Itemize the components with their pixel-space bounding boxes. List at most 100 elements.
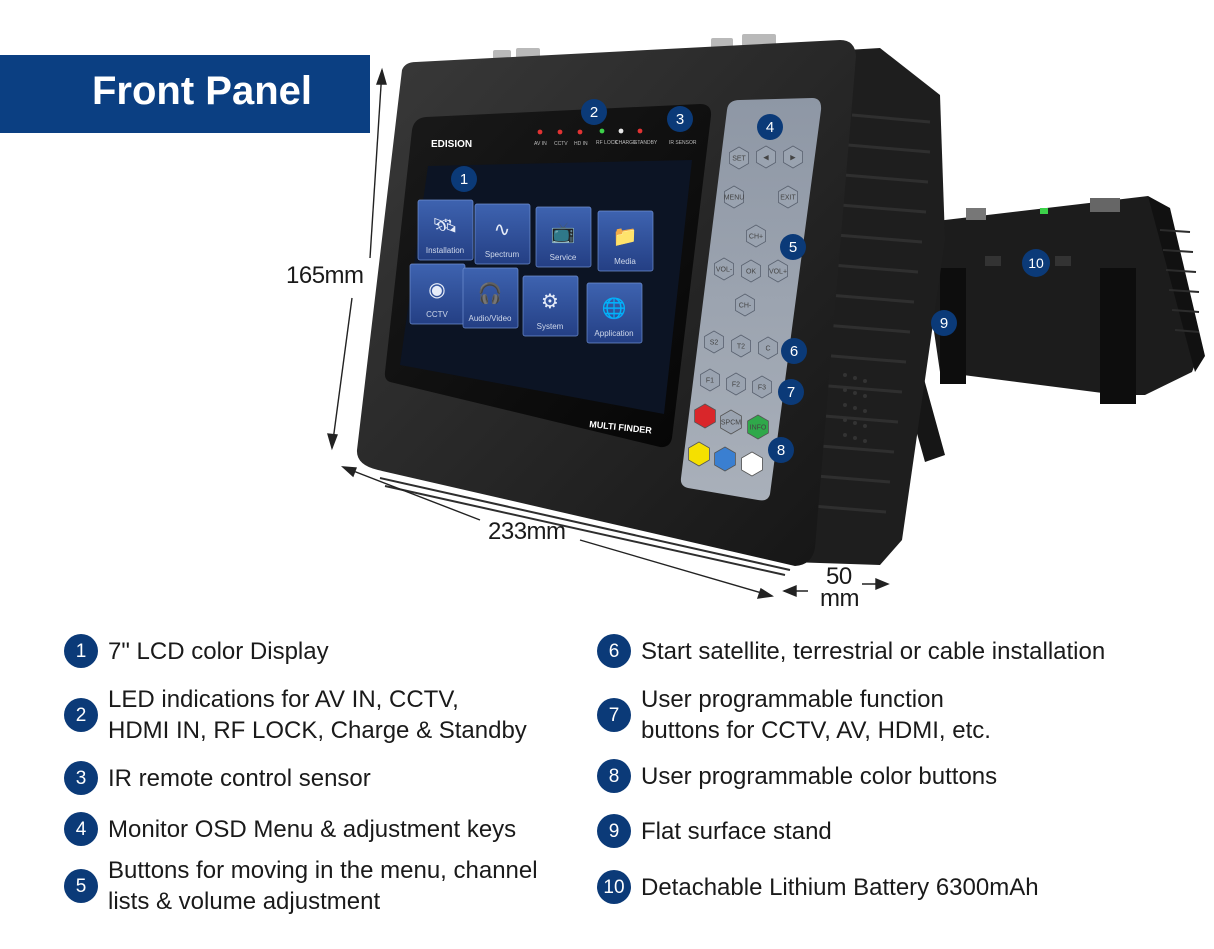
arrow-right-key[interactable]: ▶ — [783, 145, 803, 169]
spectrum-icon: ∿ — [494, 217, 511, 241]
f3-key[interactable]: F3 — [752, 375, 772, 399]
key-label: CH+ — [749, 234, 763, 241]
marker-9: 9 — [931, 310, 957, 336]
legend-item-8: 8 User programmable color buttons — [597, 759, 997, 793]
legend-number: 9 — [597, 814, 631, 848]
menu-tile-service[interactable]: 📺Service — [535, 206, 592, 268]
marker-3: 3 — [667, 106, 693, 132]
key-label: INFO — [750, 425, 767, 432]
legend-number: 1 — [64, 634, 98, 668]
menu-tile-audiovideo[interactable]: 🎧 Audio/Video — [462, 267, 519, 329]
led-light — [577, 129, 583, 135]
key-label: VOL+ — [769, 269, 787, 276]
width-dimension: 233mm — [488, 518, 566, 545]
c-key[interactable]: C — [758, 336, 778, 360]
led-light — [537, 129, 543, 135]
key-label: MENU — [724, 195, 745, 202]
led-light — [618, 128, 624, 134]
key-label: OK — [746, 269, 756, 276]
tile-label: Application — [594, 329, 633, 338]
tile-label: Service — [550, 253, 577, 262]
legend-number: 6 — [597, 634, 631, 668]
depth-unit: mm — [820, 585, 859, 612]
marker-2: 2 — [581, 99, 607, 125]
tile-label: Installation — [426, 246, 464, 255]
ch-up-key[interactable]: CH+ — [746, 224, 766, 248]
vol-down-key[interactable]: VOL- — [714, 257, 734, 281]
legend-text: Start satellite, terrestrial or cable in… — [641, 637, 1106, 665]
led-label: AV IN — [534, 141, 547, 147]
menu-tile-installation[interactable]: 🛰Installation — [417, 199, 474, 261]
height-dimension: 165mm — [286, 262, 364, 289]
tile-label: CCTV — [426, 310, 448, 319]
menu-key[interactable]: MENU — [724, 185, 745, 209]
marker-1: 1 — [451, 166, 477, 192]
globe-icon: 🌐 — [602, 296, 627, 320]
yellow-key[interactable] — [688, 441, 710, 467]
marker-6: 6 — [781, 338, 807, 364]
marker-4: 4 — [757, 114, 783, 140]
set-key[interactable]: SET — [729, 146, 749, 170]
ok-key[interactable]: OK — [741, 259, 761, 283]
menu-tile-system[interactable]: ⚙ System — [522, 275, 579, 337]
key-label: VOL- — [716, 267, 733, 274]
ir-sensor-label: IR SENSOR — [669, 140, 697, 146]
legend-text: Detachable Lithium Battery 6300mAh — [641, 873, 1039, 901]
menu-tile-media[interactable]: 📁Media — [597, 210, 654, 272]
marker-5: 5 — [780, 234, 806, 260]
legend-item-5: 5 Buttons for moving in the menu, channe… — [64, 855, 538, 917]
legend-item-4: 4 Monitor OSD Menu & adjustment keys — [64, 812, 516, 846]
menu-tile-application[interactable]: 🌐 Application — [586, 282, 643, 344]
legend-number: 4 — [64, 812, 98, 846]
menu-tile-cctv[interactable]: ◉ CCTV — [409, 263, 466, 325]
key-label: CH- — [739, 303, 752, 310]
legend-number: 8 — [597, 759, 631, 793]
t2-key[interactable]: T2 — [731, 334, 751, 358]
legend-text: IR remote control sensor — [108, 764, 371, 792]
s2-key[interactable]: S2 — [704, 330, 724, 354]
marker-10: 10 — [1022, 249, 1050, 277]
key-label: ◀ — [763, 155, 769, 162]
info-key[interactable]: INFO — [747, 414, 769, 440]
spcm-key[interactable]: SPCM — [720, 409, 742, 435]
led-light — [637, 128, 643, 134]
key-label: S2 — [710, 340, 719, 347]
key-label: ▶ — [790, 155, 796, 162]
gear-icon: ⚙ — [541, 289, 559, 313]
f1-key[interactable]: F1 — [700, 368, 720, 392]
tile-label: System — [537, 322, 564, 331]
legend-text: LED indications for AV IN, CCTV, HDMI IN… — [108, 686, 527, 744]
led-label: CHARGE — [615, 140, 637, 146]
legend-number: 3 — [64, 761, 98, 795]
menu-tile-spectrum[interactable]: ∿Spectrum — [474, 203, 531, 265]
vol-up-key[interactable]: VOL+ — [768, 259, 788, 283]
ch-down-key[interactable]: CH- — [735, 293, 755, 317]
blue-key[interactable] — [714, 446, 736, 472]
arrow-left-key[interactable]: ◀ — [756, 145, 776, 169]
led-light — [599, 128, 605, 134]
title-banner: Front Panel — [0, 55, 370, 133]
white-key[interactable] — [741, 451, 763, 477]
legend-number: 7 — [597, 698, 631, 732]
legend-text: Buttons for moving in the menu, channel … — [108, 857, 538, 915]
depth-dimension: 50 mm — [820, 565, 859, 611]
key-label: SPCM — [721, 420, 741, 427]
f2-key[interactable]: F2 — [726, 372, 746, 396]
led-light — [557, 129, 563, 135]
headphones-icon: 🎧 — [478, 281, 503, 305]
legend-text: User programmable function buttons for C… — [641, 686, 991, 744]
legend-number: 10 — [597, 870, 631, 904]
exit-key[interactable]: EXIT — [778, 185, 798, 209]
led-label: RF LOCK — [596, 140, 618, 146]
red-key[interactable] — [694, 403, 716, 429]
tile-label: Audio/Video — [469, 314, 513, 323]
marker-7: 7 — [778, 379, 804, 405]
key-label: EXIT — [780, 195, 796, 202]
camera-icon: ◉ — [428, 277, 445, 301]
key-label: T2 — [737, 344, 745, 351]
legend-number: 5 — [64, 869, 98, 903]
folder-play-icon: 📁 — [613, 224, 638, 248]
